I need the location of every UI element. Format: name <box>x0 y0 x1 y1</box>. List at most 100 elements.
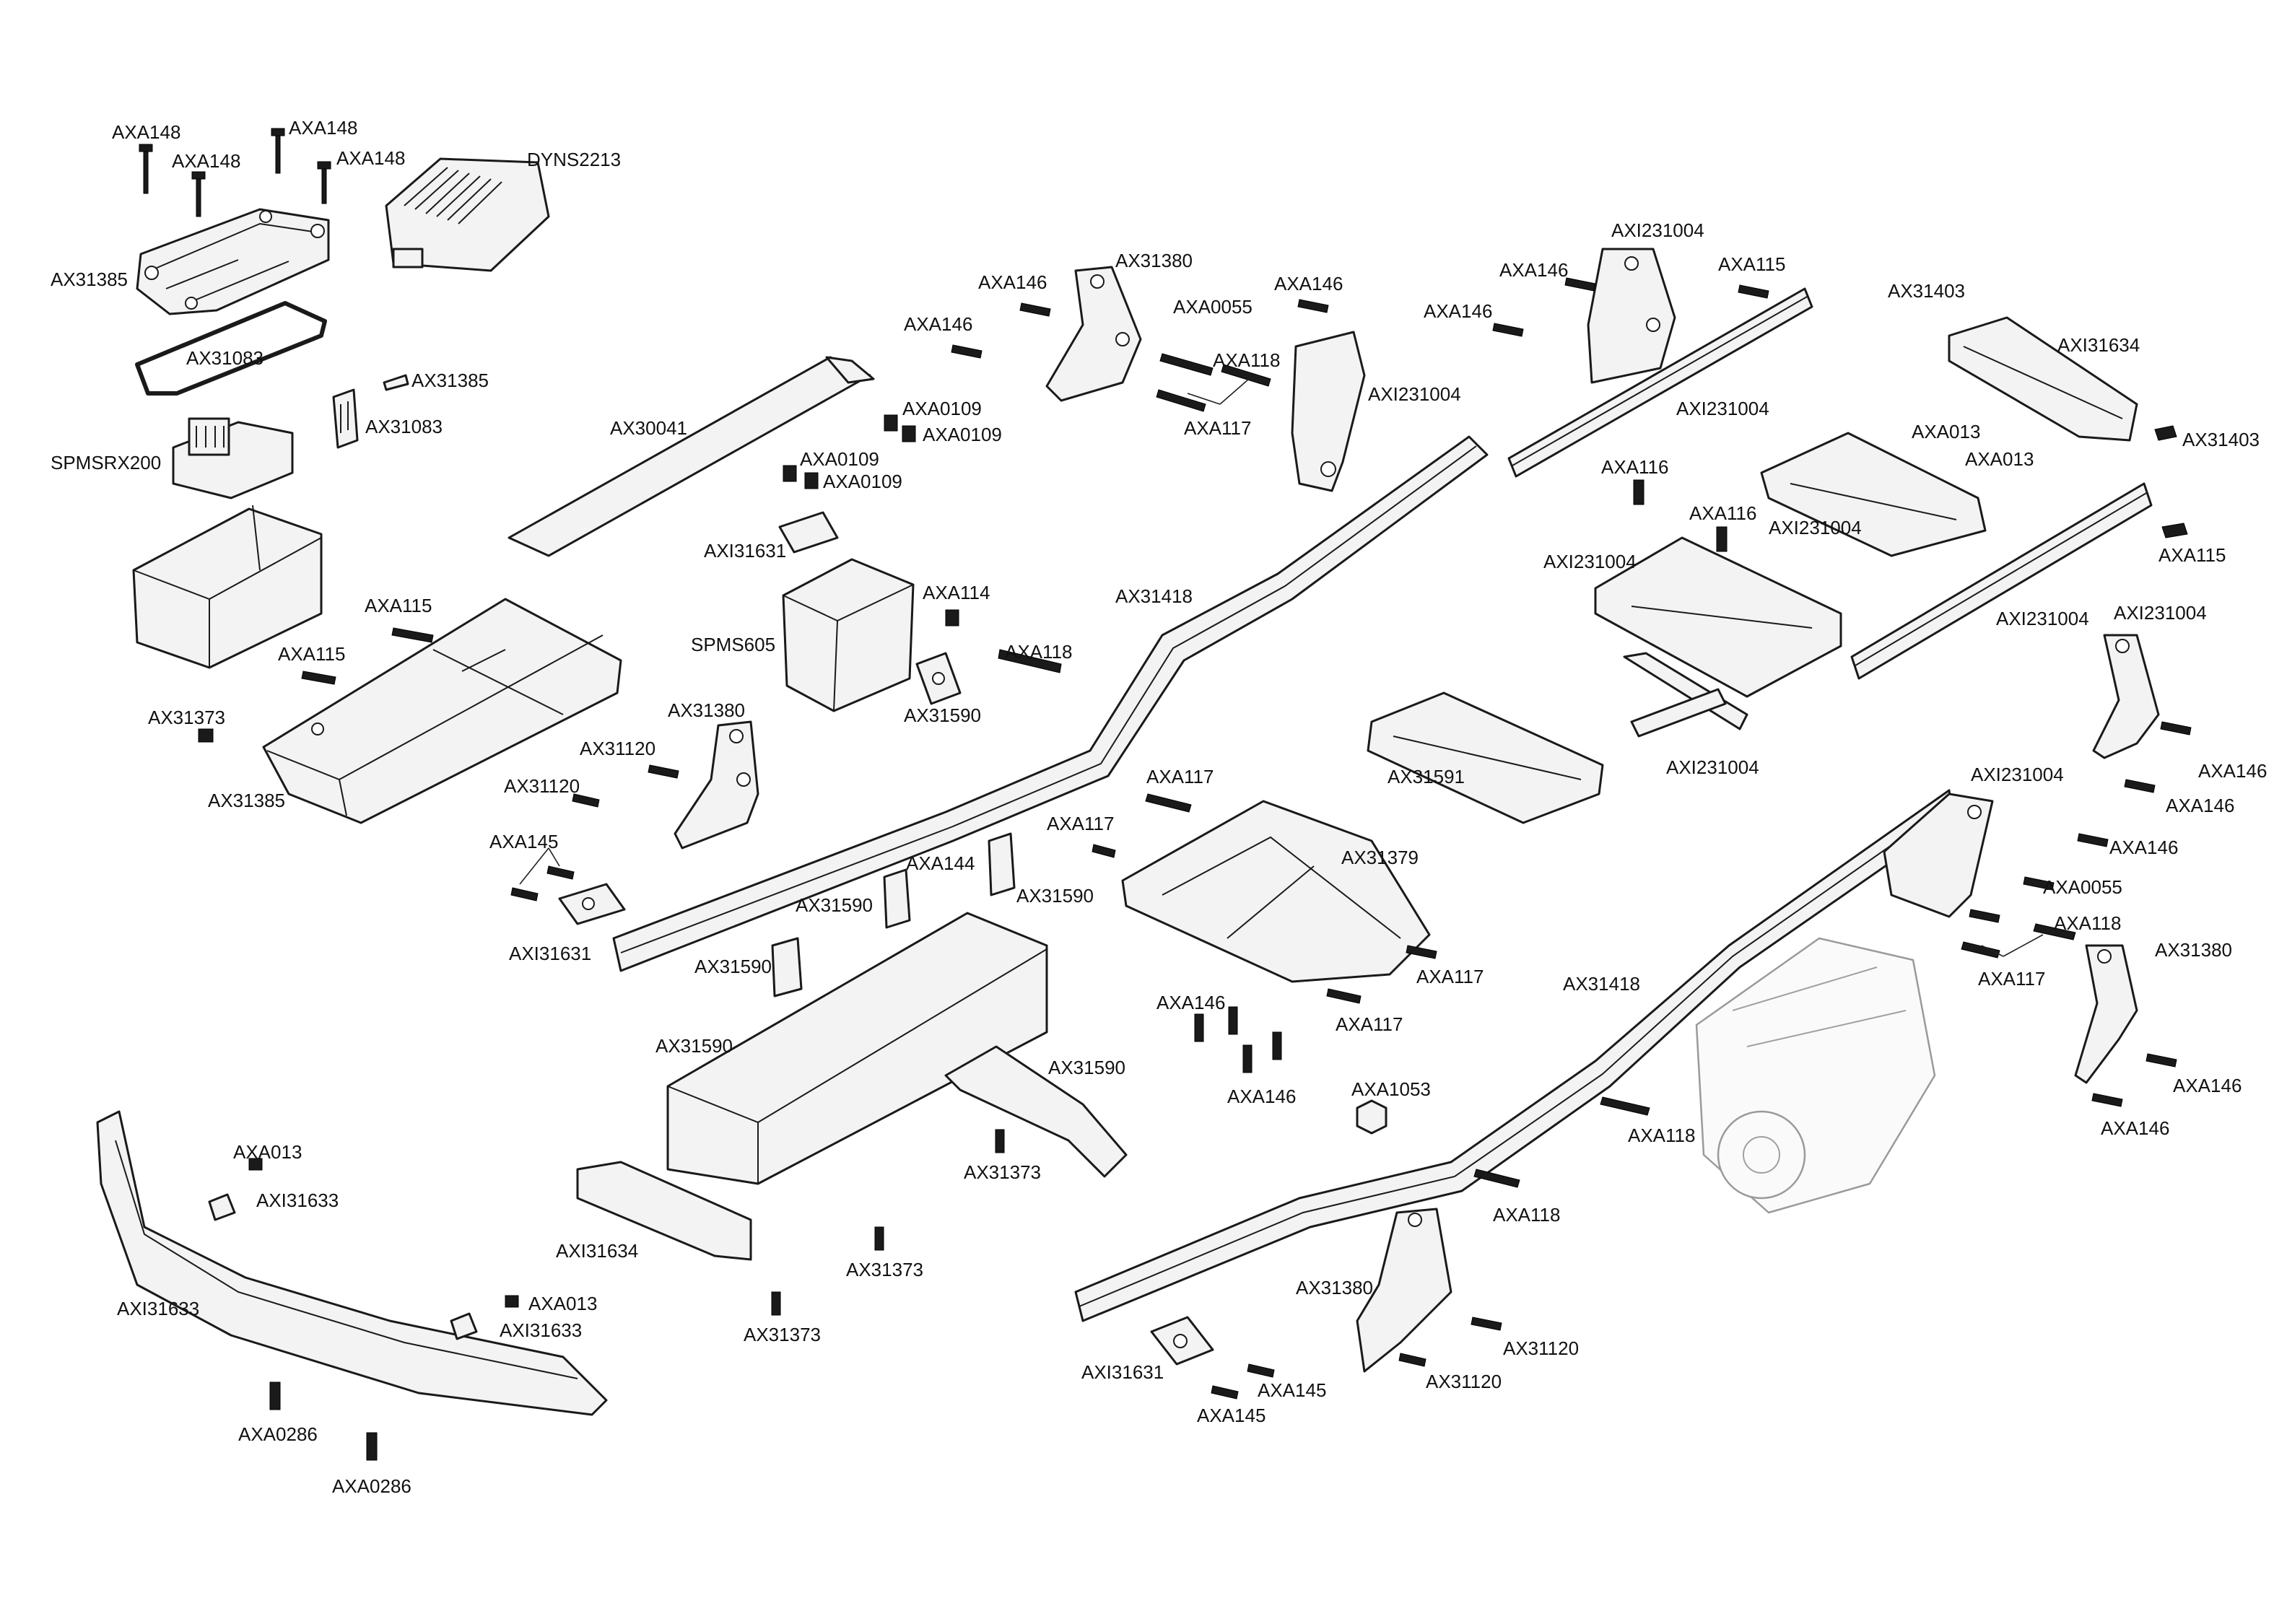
label-ax31418-bottom: AX31418 <box>1563 973 1640 995</box>
label-ax31590-b: AX31590 <box>1016 885 1094 907</box>
riser-b-part <box>988 832 1016 896</box>
label-ax31373-c: AX31373 <box>744 1324 821 1345</box>
esc-cover-part <box>136 208 330 315</box>
mount-bracket-left-part <box>558 883 626 925</box>
label-axa0109-c: AXA0109 <box>800 448 879 470</box>
shock-tower-bottom-part <box>1356 1208 1452 1373</box>
label-axa114: AXA114 <box>923 582 990 603</box>
esc-gasket-part <box>135 301 327 396</box>
label-axa144: AXA144 <box>906 852 975 874</box>
label-ax31380-top: AX31380 <box>1115 250 1193 271</box>
label-axa117-a: AXA117 <box>1146 766 1214 787</box>
label-spmsrx200: SPMSRX200 <box>51 452 161 473</box>
label-axa146-g: AXA146 <box>1227 1086 1296 1107</box>
label-axa146-j: AXA146 <box>2109 837 2178 858</box>
label-axa146-l: AXA146 <box>2101 1117 2169 1139</box>
label-axi31633-a: AXI31633 <box>256 1189 339 1211</box>
label-axi231004-d: AXI231004 <box>1543 551 1637 572</box>
label-axa013-a: AXA013 <box>1912 421 1980 442</box>
label-ax31385-top: AX31385 <box>51 269 128 290</box>
label-ax31120-a: AX31120 <box>580 738 655 759</box>
label-axa013-c: AXA013 <box>233 1141 302 1163</box>
label-ax31590-mount: AX31590 <box>904 704 981 726</box>
battery-strap-part <box>507 356 875 557</box>
label-axi231004-f: AXI231004 <box>2114 602 2207 624</box>
shock-tower-left-part <box>674 720 759 850</box>
label-dyns2213: DYNS2213 <box>527 149 621 170</box>
label-axa0286-a: AXA0286 <box>238 1423 318 1445</box>
label-axa117-d: AXA117 <box>1336 1013 1403 1035</box>
shock-tower-top-left-part <box>1045 266 1142 402</box>
label-axa145-a: AXA145 <box>1197 1405 1265 1426</box>
label-axa146-f: AXA146 <box>1156 992 1225 1013</box>
label-ax31590-tray: AX31590 <box>655 1035 733 1057</box>
label-ax31380-right: AX31380 <box>2155 939 2232 961</box>
axle-mount-top-part <box>1948 316 2138 442</box>
receiver-box-part <box>132 505 323 669</box>
label-ax31590-c: AX31590 <box>694 956 772 977</box>
label-axa148-d: AXA148 <box>336 147 405 169</box>
crossmember-c-part <box>1367 691 1604 824</box>
receiver-part <box>172 417 294 499</box>
label-ax30041: AX30041 <box>610 417 687 439</box>
transmission-part <box>1695 937 1936 1214</box>
esc-unit-part <box>385 157 550 272</box>
label-ax31380-left: AX31380 <box>668 699 745 721</box>
label-axa118-c: AXA118 <box>1493 1204 1560 1226</box>
label-axa117-b: AXA117 <box>1047 813 1114 834</box>
label-ax31120-b: AX31120 <box>504 775 580 797</box>
label-ax31120-c: AX31120 <box>1503 1337 1579 1359</box>
label-axa146-e: AXA146 <box>1499 259 1568 281</box>
label-axa0109-b: AXA0109 <box>923 424 1002 445</box>
axle-mount-bottom-part <box>576 1161 752 1261</box>
label-axa145-left: AXA145 <box>489 831 558 852</box>
label-axa148-a: AXA148 <box>112 121 180 143</box>
skid-plate-part <box>1121 800 1431 983</box>
label-axa116-a: AXA116 <box>1601 456 1668 478</box>
label-axa146-c: AXA146 <box>1274 273 1343 294</box>
label-axa118-b: AXA118 <box>1628 1125 1695 1146</box>
servo-mount-part <box>915 652 962 705</box>
label-ax31418-top: AX31418 <box>1115 585 1193 607</box>
label-ax31083-gasket: AX31083 <box>186 347 263 369</box>
label-ax31403-a: AX31403 <box>1888 280 1965 302</box>
label-axi31631-bottom: AXI31631 <box>1081 1361 1164 1383</box>
label-axa013-b: AXA013 <box>1965 448 2034 470</box>
link-arms-part <box>1623 652 1748 738</box>
label-ax31403-b: AX31403 <box>2182 429 2260 450</box>
label-axi231004-rail: AXI231004 <box>1676 398 1769 419</box>
label-axa0055-right: AXA0055 <box>2043 876 2122 898</box>
screw-set <box>139 128 2192 1461</box>
label-ax31373-left: AX31373 <box>148 707 225 728</box>
label-axa115-rail: AXA115 <box>1718 253 1785 275</box>
shock-tower-top-mid-part <box>1291 331 1366 492</box>
side-rail-right-part <box>1850 482 2153 680</box>
label-axi31634-top: AXI31634 <box>2057 334 2140 356</box>
label-ax31590-brace: AX31590 <box>1048 1057 1125 1078</box>
label-axi31633-b: AXI31633 <box>500 1319 582 1341</box>
label-axa115-tray-a: AXA115 <box>365 595 432 616</box>
label-axa145-b: AXA145 <box>1258 1379 1326 1401</box>
label-axi231004-e: AXI231004 <box>1996 608 2089 629</box>
label-axi231004-h: AXI231004 <box>1971 764 2064 785</box>
clip-part <box>332 388 359 449</box>
label-axa146-h: AXA146 <box>2198 760 2267 782</box>
label-axa1053: AXA1053 <box>1351 1078 1431 1100</box>
servo-horn-part <box>778 511 839 554</box>
shock-tower-top-right-part <box>1587 248 1676 384</box>
label-axa117-c: AXA117 <box>1416 966 1484 987</box>
label-axa146-i: AXA146 <box>2166 795 2234 816</box>
frame-rail-left-part <box>612 435 1489 972</box>
bumper-mount-b-part <box>450 1312 478 1340</box>
label-axa116-b: AXA116 <box>1689 502 1756 524</box>
label-axi231004-a: AXI231004 <box>1368 383 1461 405</box>
electronics-tray-part <box>262 598 622 824</box>
nut-part <box>1356 1099 1388 1135</box>
label-axi31631-left: AXI31631 <box>509 943 591 964</box>
shock-tower-right-bottom-part <box>2074 944 2138 1084</box>
shock-tower-right-top-part <box>2092 634 2160 759</box>
label-axi231004-c: AXI231004 <box>1769 517 1862 538</box>
servo-part <box>782 558 915 712</box>
label-ax31379: AX31379 <box>1341 847 1419 868</box>
small-pin-part <box>383 374 409 391</box>
